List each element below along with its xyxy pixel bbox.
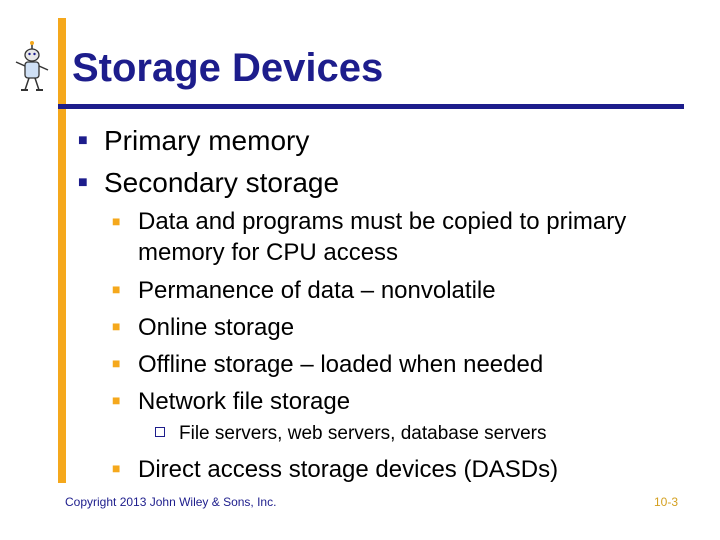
- slide-title: Storage Devices: [72, 46, 384, 90]
- copyright-footer: Copyright 2013 John Wiley & Sons, Inc.: [65, 495, 277, 509]
- bullet-primary-memory: ■ Primary memory: [78, 124, 309, 158]
- bullet-text: Offline storage – loaded when needed: [138, 351, 544, 378]
- sub-bullet-online: ■ Online storage: [112, 311, 294, 343]
- bullet-text: File servers, web servers, database serv…: [179, 423, 547, 444]
- bullet-text: Online storage: [138, 314, 295, 341]
- sub-bullet-permanence: ■ Permanence of data – nonvolatile: [112, 274, 496, 306]
- sub-bullet-offline: ■ Offline storage – loaded when needed: [112, 348, 543, 380]
- square-bullet-icon: ■: [112, 281, 121, 297]
- sub-sub-bullet-file-servers: File servers, web servers, database serv…: [155, 422, 546, 446]
- robot-mascot-icon: [15, 41, 49, 91]
- bullet-secondary-storage: ■ Secondary storage: [78, 166, 339, 200]
- sub-bullet-copied-to-primary: ■ Data and programs must be copied to pri…: [112, 206, 638, 268]
- sub-bullet-dasd: ■ Direct access storage devices (DASDs): [112, 453, 558, 485]
- bullet-text: Primary memory: [104, 125, 310, 156]
- accent-bar: [58, 18, 66, 483]
- square-bullet-icon: ■: [112, 460, 121, 476]
- bullet-text: Secondary storage: [104, 167, 340, 198]
- square-bullet-icon: ■: [112, 392, 121, 408]
- bullet-text: Permanence of data – nonvolatile: [138, 277, 496, 304]
- hollow-square-bullet-icon: [155, 427, 165, 437]
- square-bullet-icon: ■: [112, 318, 121, 334]
- bullet-text: Data and programs must be copied to prim…: [138, 208, 627, 266]
- bullet-text: Direct access storage devices (DASDs): [138, 456, 559, 483]
- square-bullet-icon: ■: [78, 174, 88, 191]
- square-bullet-icon: ■: [112, 213, 121, 229]
- title-underline: [58, 104, 684, 109]
- sub-bullet-network: ■ Network file storage: [112, 385, 350, 417]
- square-bullet-icon: ■: [78, 132, 88, 149]
- square-bullet-icon: ■: [112, 355, 121, 371]
- bullet-text: Network file storage: [138, 388, 351, 415]
- page-number: 10-3: [653, 495, 678, 509]
